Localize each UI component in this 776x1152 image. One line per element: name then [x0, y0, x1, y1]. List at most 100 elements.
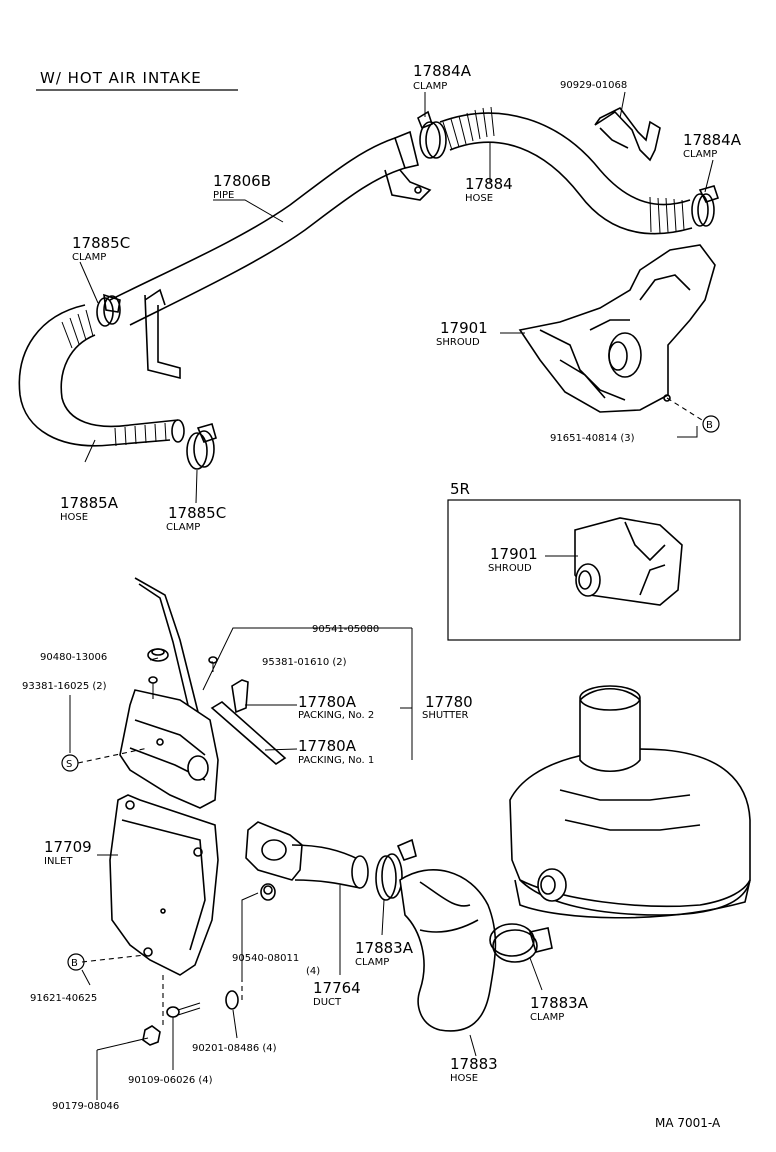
- inlet-17709-drawing: [109, 794, 219, 976]
- svg-text:(4): (4): [306, 966, 320, 977]
- packing-no2-drawing: [231, 679, 249, 714]
- label-clamp-17884a-right: 17884A CLAMP: [683, 131, 742, 160]
- svg-text:90480-13006: 90480-13006: [40, 652, 107, 663]
- svg-text:S: S: [66, 759, 72, 770]
- duct-17764-drawing: [245, 821, 369, 889]
- svg-text:B: B: [706, 420, 713, 431]
- svg-text:93381-16025 (2): 93381-16025 (2): [22, 681, 107, 692]
- label-screw-93381: 93381-16025 (2): [22, 681, 107, 692]
- svg-text:91651-40814 (3): 91651-40814 (3): [550, 433, 635, 444]
- title-text: W/ HOT AIR INTAKE: [40, 69, 202, 87]
- svg-text:SHUTTER: SHUTTER: [422, 710, 469, 721]
- clamp-17883a-left-drawing: [375, 838, 417, 901]
- svg-text:17901: 17901: [490, 545, 538, 563]
- shroud-17901-drawing: [518, 244, 716, 413]
- label-duct-17764: 17764 DUCT: [313, 979, 361, 1008]
- svg-text:SHROUD: SHROUD: [488, 563, 532, 574]
- svg-text:SHROUD: SHROUD: [436, 337, 480, 348]
- collar-90540-drawing: [260, 883, 276, 901]
- svg-text:MA 7001-A: MA 7001-A: [655, 1116, 721, 1130]
- svg-text:DUCT: DUCT: [313, 997, 342, 1008]
- leader-lines: [69, 91, 714, 1100]
- nut-90179-drawing: [142, 1025, 161, 1046]
- svg-text:17884A: 17884A: [683, 131, 742, 149]
- label-shroud-17901-5r: 17901 SHROUD: [488, 545, 538, 574]
- air-cleaner-drawing: [509, 685, 751, 919]
- bracket-90929-drawing: [594, 106, 661, 162]
- label-packing-no2: 17780A PACKING, No. 2: [298, 693, 374, 721]
- clamp-17885c-left-drawing: [96, 293, 121, 327]
- svg-text:90540-08011: 90540-08011: [232, 953, 299, 964]
- svg-text:17884A: 17884A: [413, 62, 472, 80]
- hose-17883-drawing: [399, 869, 497, 1032]
- label-bolt-91621: 91621-40625: [30, 993, 97, 1004]
- svg-text:HOSE: HOSE: [450, 1073, 478, 1084]
- svg-text:CLAMP: CLAMP: [355, 957, 389, 968]
- label-inlet-17709: 17709 INLET: [44, 838, 92, 867]
- svg-text:17885C: 17885C: [72, 234, 130, 252]
- svg-text:90201-08486 (4): 90201-08486 (4): [192, 1043, 277, 1054]
- label-hose-17884: 17884 HOSE: [465, 175, 513, 204]
- svg-text:17885C: 17885C: [168, 504, 226, 522]
- shutter-housing-drawing: [119, 689, 219, 809]
- label-collar-90540: 90540-08011 (4): [232, 953, 320, 977]
- svg-text:CLAMP: CLAMP: [413, 81, 447, 92]
- label-shutter-17780: 17780 SHUTTER: [422, 693, 473, 721]
- label-packing-no1: 17780A PACKING, No. 1: [298, 737, 374, 766]
- label-hose-17883: 17883 HOSE: [450, 1055, 498, 1084]
- svg-text:17885A: 17885A: [60, 494, 119, 512]
- 5r-label: 5R: [450, 480, 470, 498]
- label-clamp-17883a-right: 17883A CLAMP: [530, 994, 589, 1023]
- label-clamp-17885c-bottom: 17885C CLAMP: [166, 504, 226, 533]
- label-clamp-17883a-left: 17883A CLAMP: [355, 939, 414, 968]
- svg-text:17883: 17883: [450, 1055, 498, 1073]
- label-hose-17885a: 17885A HOSE: [60, 494, 119, 523]
- diagram-title: W/ HOT AIR INTAKE: [36, 69, 238, 91]
- clamp-17884a-top-drawing: [417, 110, 447, 159]
- svg-text:17709: 17709: [44, 838, 92, 856]
- svg-text:90929-01068: 90929-01068: [560, 80, 627, 91]
- svg-text:17883A: 17883A: [355, 939, 414, 957]
- svg-text:PACKING, No. 2: PACKING, No. 2: [298, 710, 374, 721]
- hose-17885a-drawing: [18, 304, 185, 447]
- label-clamp-17885c-left: 17885C CLAMP: [72, 234, 130, 263]
- label-pipe-17806b: 17806B PIPE: [213, 172, 271, 201]
- svg-text:17901: 17901: [440, 319, 488, 337]
- svg-text:17780A: 17780A: [298, 693, 357, 711]
- 5r-variant-box: 5R: [447, 480, 741, 641]
- svg-text:90179-08046: 90179-08046: [52, 1101, 119, 1112]
- label-screw-95381: 95381-01610 (2): [262, 657, 347, 668]
- svg-text:91621-40625: 91621-40625: [30, 993, 97, 1004]
- washer-90201-drawing: [225, 990, 239, 1010]
- nut-90480-drawing: [147, 648, 169, 662]
- clamp-17885c-bottom-drawing: [186, 423, 217, 470]
- svg-text:95381-01610 (2): 95381-01610 (2): [262, 657, 347, 668]
- svg-text:17780: 17780: [425, 693, 473, 711]
- svg-text:17764: 17764: [313, 979, 361, 997]
- bolt-90109-drawing: [166, 1002, 201, 1018]
- callout-b-inlet: B: [67, 953, 85, 971]
- svg-text:B: B: [71, 958, 78, 969]
- screw-93381-drawing: [148, 676, 158, 694]
- svg-text:17883A: 17883A: [530, 994, 589, 1012]
- svg-text:90541-05080: 90541-05080: [312, 624, 379, 635]
- svg-text:PACKING, No. 1: PACKING, No. 1: [298, 755, 374, 766]
- label-washer-90201: 90201-08486 (4): [192, 1043, 277, 1054]
- svg-text:17884: 17884: [465, 175, 513, 193]
- footer-code: MA 7001-A: [655, 1116, 721, 1130]
- label-part-90541: 90541-05080: [312, 624, 379, 635]
- svg-text:CLAMP: CLAMP: [72, 252, 106, 263]
- clamp-17883a-right-drawing: [489, 923, 553, 963]
- label-shroud-17901: 17901 SHROUD: [436, 319, 488, 348]
- label-nut-90179: 90179-08046: [52, 1101, 119, 1112]
- label-bracket-90929: 90929-01068: [560, 80, 627, 91]
- svg-text:CLAMP: CLAMP: [683, 149, 717, 160]
- label-clamp-17884a-top: 17884A CLAMP: [413, 62, 472, 92]
- hose-17884-drawing: [394, 106, 693, 235]
- svg-text:HOSE: HOSE: [465, 193, 493, 204]
- svg-text:CLAMP: CLAMP: [530, 1012, 564, 1023]
- label-bolt-90109: 90109-06026 (4): [128, 1075, 213, 1086]
- pipe-17806b-drawing: [109, 137, 432, 380]
- svg-text:CLAMP: CLAMP: [166, 522, 200, 533]
